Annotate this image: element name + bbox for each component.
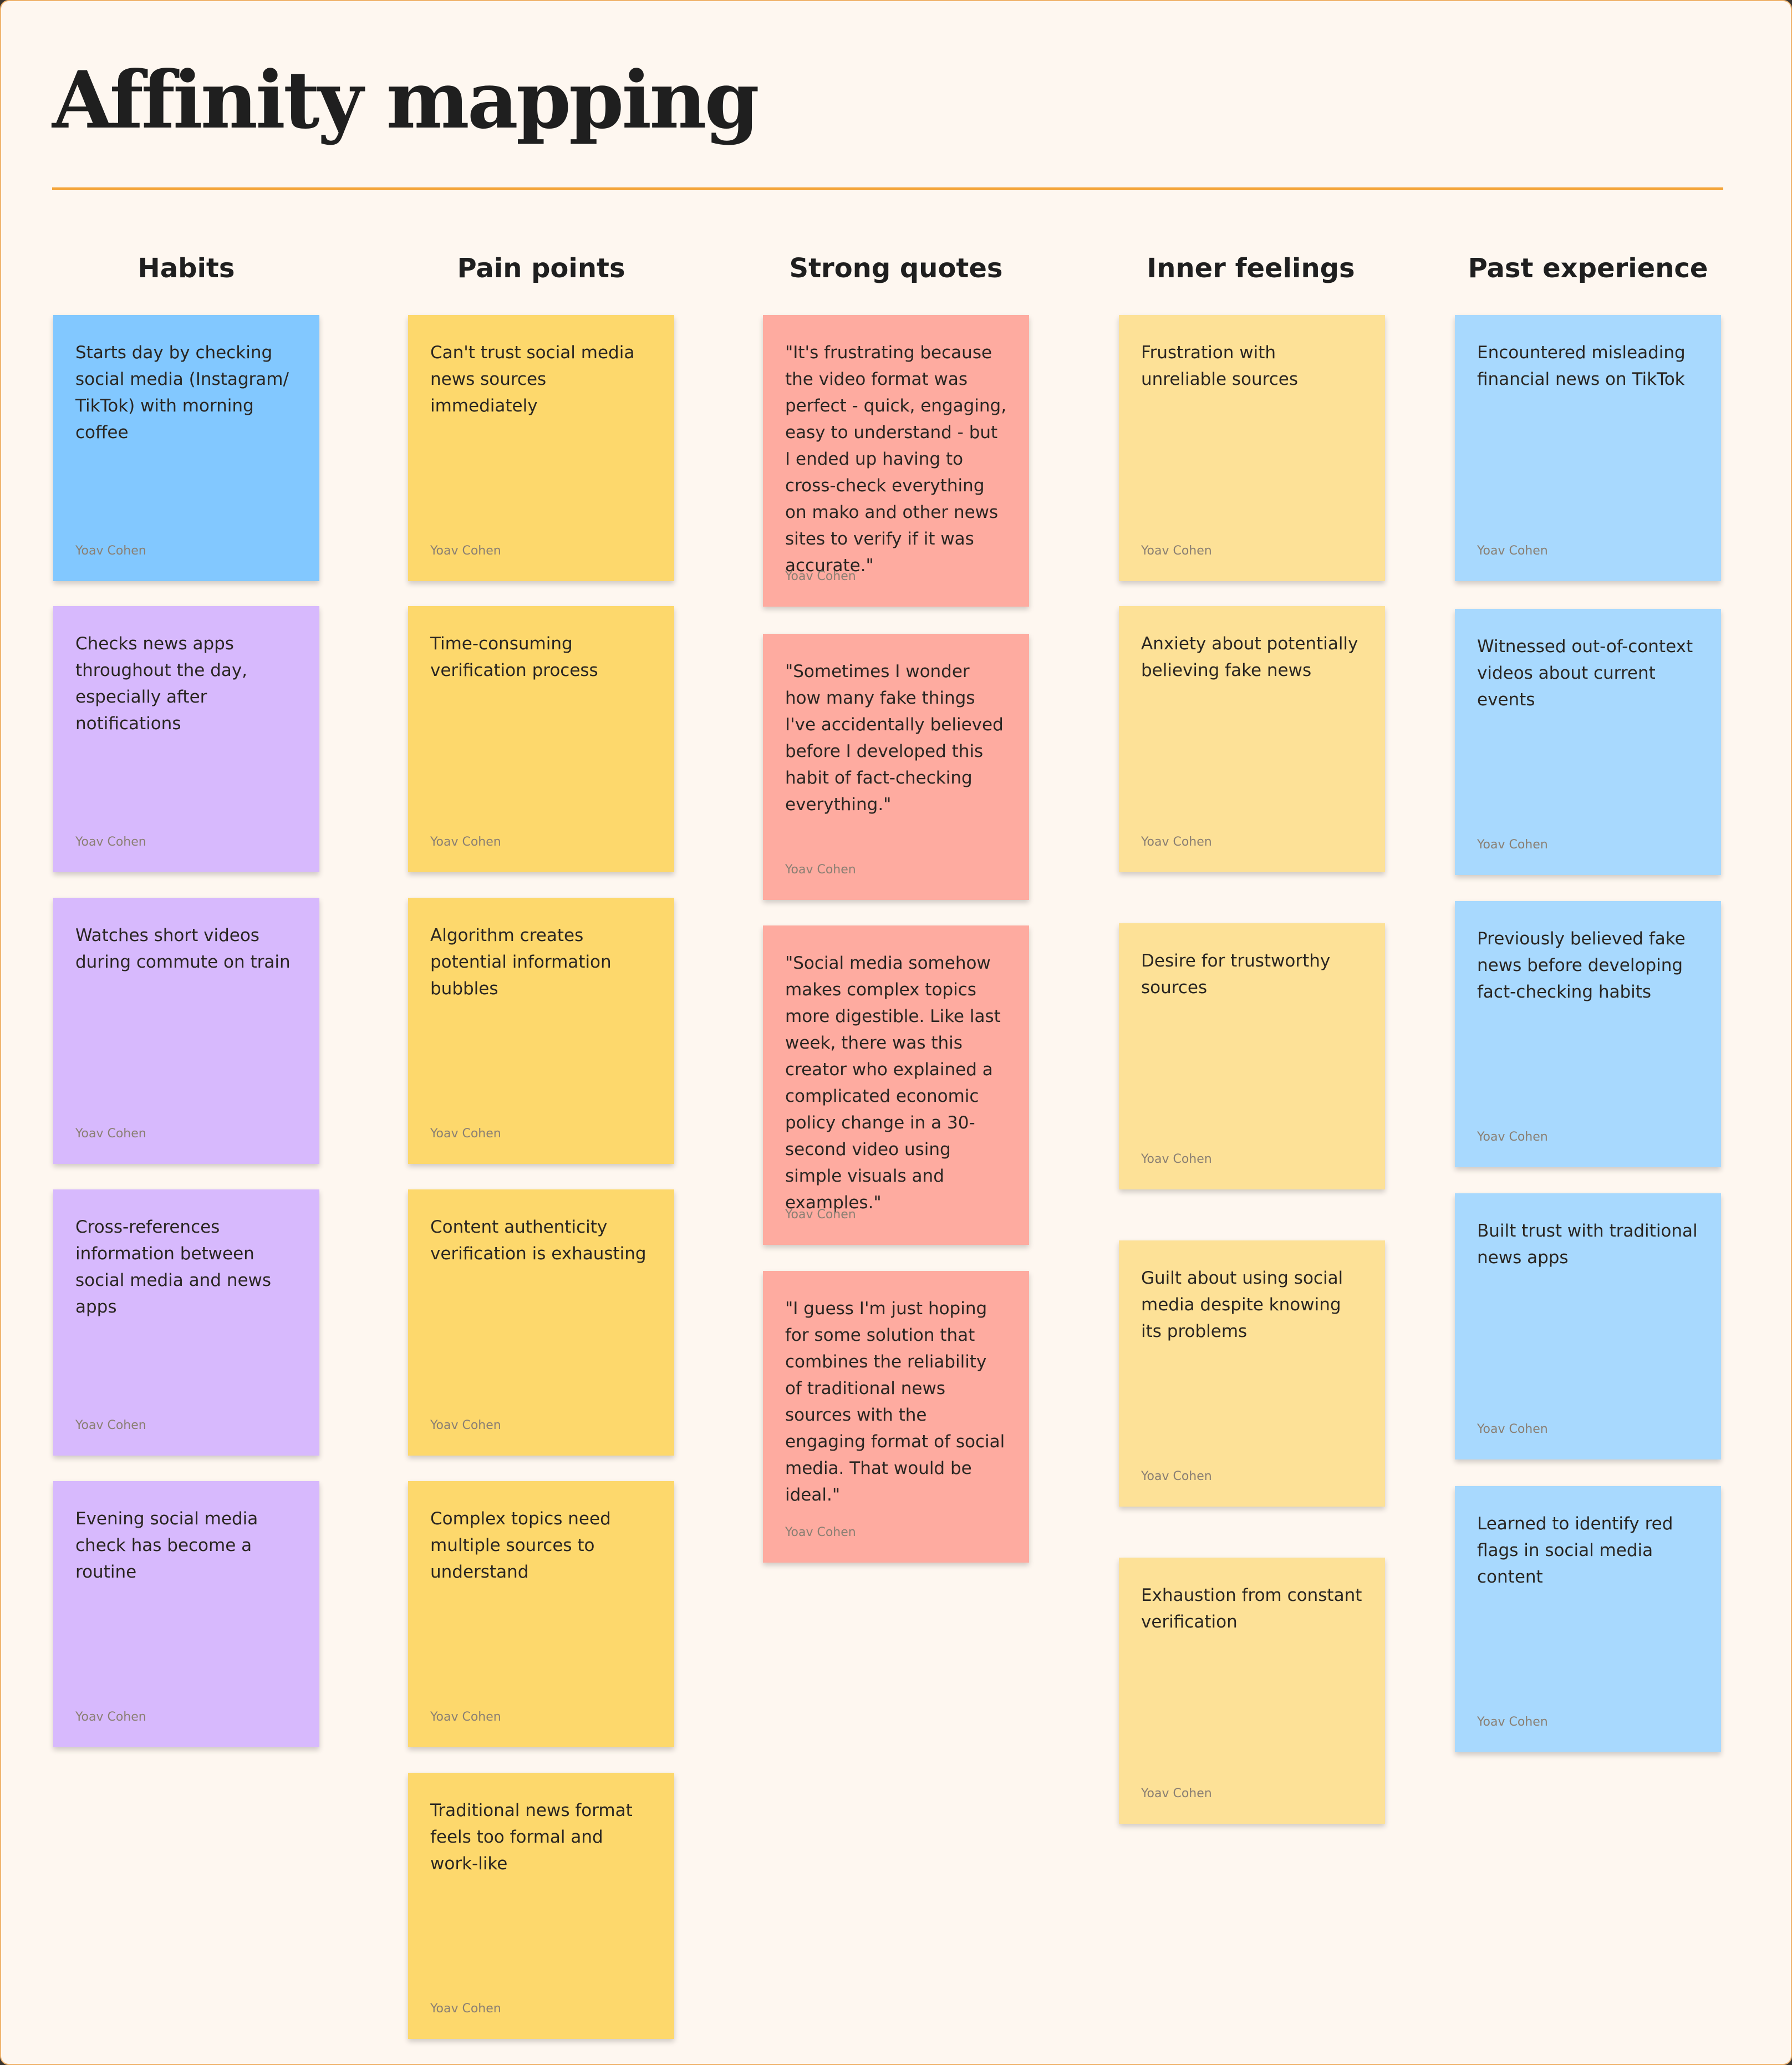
note-text: Can't trust social media news sources im… [430, 343, 635, 416]
sticky-note[interactable]: "It's frustrating because the video form… [763, 315, 1029, 607]
note-author: Yoav Cohen [430, 1418, 501, 1432]
note-text: Time-consuming verification process [430, 634, 598, 680]
note-author: Yoav Cohen [75, 544, 146, 558]
note-text: Learned to identify red flags in social … [1477, 1514, 1673, 1587]
sticky-note[interactable]: Can't trust social media news sources im… [408, 315, 674, 581]
sticky-note[interactable]: Content authenticity verification is exh… [408, 1189, 674, 1456]
sticky-note[interactable]: Watches short videos during commute on t… [53, 898, 319, 1164]
note-text: Checks news apps throughout the day, esp… [75, 634, 248, 734]
sticky-note[interactable]: "Sometimes I wonder how many fake things… [763, 634, 1029, 900]
page-title: Affinity mapping [52, 54, 760, 146]
sticky-note[interactable]: Previously believed fake news before dev… [1455, 901, 1721, 1167]
note-text: Traditional news format feels too formal… [430, 1800, 633, 1874]
sticky-note[interactable]: Algorithm creates potential information … [408, 898, 674, 1164]
note-text: Witnessed out-of-context videos about cu… [1477, 637, 1693, 710]
sticky-note[interactable]: Anxiety about potentially believing fake… [1119, 606, 1385, 872]
note-author: Yoav Cohen [75, 1710, 146, 1724]
sticky-note[interactable]: Desire for trustworthy sources Yoav Cohe… [1119, 923, 1385, 1189]
note-author: Yoav Cohen [430, 544, 501, 558]
note-author: Yoav Cohen [75, 1127, 146, 1141]
sticky-note[interactable]: Complex topics need multiple sources to … [408, 1481, 674, 1747]
note-author: Yoav Cohen [785, 863, 856, 877]
note-text: Starts day by checking social media (Ins… [75, 343, 289, 442]
sticky-note[interactable]: "Social media somehow makes complex topi… [763, 925, 1029, 1245]
note-text: Anxiety about potentially believing fake… [1141, 634, 1358, 680]
column-heading-past-experience: Past experience [1468, 253, 1708, 284]
note-text: Encountered misleading financial news on… [1477, 343, 1686, 389]
sticky-note[interactable]: Guilt about using social media despite k… [1119, 1240, 1385, 1507]
note-text: Exhaustion from constant verification [1141, 1585, 1362, 1632]
sticky-note[interactable]: Starts day by checking social media (Ins… [53, 315, 319, 581]
note-text: Watches short videos during commute on t… [75, 925, 291, 972]
note-text: Previously believed fake news before dev… [1477, 929, 1686, 1002]
note-author: Yoav Cohen [1477, 1715, 1548, 1729]
sticky-note[interactable]: Time-consuming verification process Yoav… [408, 606, 674, 872]
sticky-note[interactable]: Encountered misleading financial news on… [1455, 315, 1721, 581]
note-author: Yoav Cohen [1477, 838, 1548, 852]
note-text: Algorithm creates potential information … [430, 925, 612, 999]
note-author: Yoav Cohen [785, 1525, 856, 1539]
column-heading-strong-quotes: Strong quotes [789, 253, 1003, 284]
note-text: Complex topics need multiple sources to … [430, 1509, 611, 1582]
sticky-note[interactable]: Exhaustion from constant verification Yo… [1119, 1558, 1385, 1824]
sticky-note[interactable]: Checks news apps throughout the day, esp… [53, 606, 319, 872]
column-heading-habits: Habits [138, 253, 235, 284]
note-text: Frustration with unreliable sources [1141, 343, 1298, 389]
note-text: Desire for trustworthy sources [1141, 951, 1331, 998]
note-author: Yoav Cohen [1141, 1469, 1212, 1483]
note-author: Yoav Cohen [1141, 544, 1212, 558]
note-author: Yoav Cohen [1141, 1152, 1212, 1166]
note-text: Content authenticity verification is exh… [430, 1217, 646, 1264]
sticky-note[interactable]: Built trust with traditional news apps Y… [1455, 1193, 1721, 1459]
note-author: Yoav Cohen [1477, 544, 1548, 558]
sticky-note[interactable]: Learned to identify red flags in social … [1455, 1486, 1721, 1752]
note-author: Yoav Cohen [785, 569, 856, 583]
sticky-note[interactable]: Frustration with unreliable sources Yoav… [1119, 315, 1385, 581]
note-author: Yoav Cohen [430, 2002, 501, 2016]
note-author: Yoav Cohen [75, 835, 146, 849]
title-divider [52, 187, 1723, 190]
note-text: "Sometimes I wonder how many fake things… [785, 662, 1004, 815]
column-heading-inner-feelings: Inner feelings [1147, 253, 1355, 284]
note-text: "It's frustrating because the video form… [785, 343, 1007, 576]
note-text: "I guess I'm just hoping for some soluti… [785, 1299, 1005, 1505]
sticky-note[interactable]: "I guess I'm just hoping for some soluti… [763, 1271, 1029, 1563]
note-text: Evening social media check has become a … [75, 1509, 258, 1582]
note-text: Built trust with traditional news apps [1477, 1221, 1698, 1268]
sticky-note[interactable]: Evening social media check has become a … [53, 1481, 319, 1747]
column-heading-pain-points: Pain points [457, 253, 625, 284]
sticky-note[interactable]: Cross-references information between soc… [53, 1189, 319, 1456]
note-author: Yoav Cohen [430, 1127, 501, 1141]
note-author: Yoav Cohen [785, 1208, 856, 1222]
sticky-note[interactable]: Witnessed out-of-context videos about cu… [1455, 609, 1721, 875]
note-text: Guilt about using social media despite k… [1141, 1268, 1343, 1341]
note-text: "Social media somehow makes complex topi… [785, 953, 1001, 1213]
note-author: Yoav Cohen [1477, 1422, 1548, 1436]
note-author: Yoav Cohen [1477, 1130, 1548, 1144]
note-text: Cross-references information between soc… [75, 1217, 272, 1317]
note-author: Yoav Cohen [430, 835, 501, 849]
note-author: Yoav Cohen [75, 1418, 146, 1432]
sticky-note[interactable]: Traditional news format feels too formal… [408, 1773, 674, 2039]
note-author: Yoav Cohen [430, 1710, 501, 1724]
note-author: Yoav Cohen [1141, 835, 1212, 849]
note-author: Yoav Cohen [1141, 1787, 1212, 1800]
